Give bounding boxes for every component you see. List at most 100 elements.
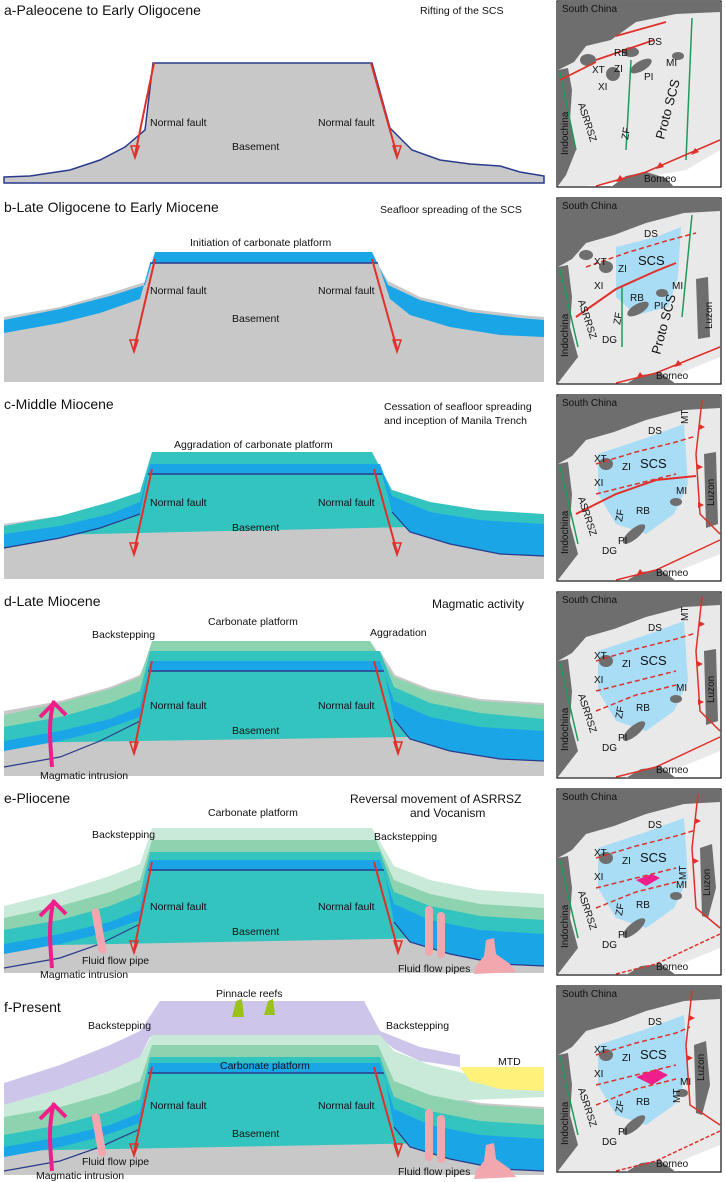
magma-label: Magmatic intrusion — [40, 969, 128, 981]
map-label-xi: XI — [594, 675, 603, 686]
basement-label: Basement — [232, 313, 279, 325]
blue-layer — [4, 1063, 544, 1171]
pinnacle-label: Pinnacle reefs — [216, 988, 283, 1000]
map-label-luzon: Luzon — [696, 1054, 707, 1081]
fault-line-left — [133, 660, 153, 752]
map-label-luzon: Luzon — [706, 676, 717, 703]
map-label-indochina: Indochina — [560, 313, 571, 357]
indochina-land — [558, 68, 576, 186]
map-label-zi: ZI — [614, 64, 623, 75]
stage-title-line: and inception of Manila Trench — [384, 415, 528, 427]
magmatic-intrusion — [38, 700, 68, 768]
asrrsz-fault — [559, 662, 579, 742]
mtd-label: MTD — [498, 1056, 521, 1068]
trench-tooth — [698, 699, 704, 705]
fluid-pipe — [474, 938, 516, 974]
spreading-ridge — [595, 670, 677, 692]
map-label-borneo: Borneo — [656, 962, 689, 973]
magma-label: Magmatic intrusion — [36, 1170, 124, 1182]
map-label-ds: DS — [644, 229, 658, 240]
cross-section: Aggradation of carbonate platform Normal… — [3, 439, 545, 579]
fault-line-right — [373, 861, 399, 951]
map-label-indochina: Indochina — [560, 707, 571, 751]
map-label-ds: DS — [648, 426, 662, 437]
fault-arrow-left — [129, 145, 141, 161]
trench-line — [615, 736, 721, 778]
backstep-right-label: Backstepping — [386, 1020, 449, 1032]
borneo-land — [626, 1161, 676, 1172]
island — [656, 289, 668, 297]
rift-line — [615, 21, 667, 37]
map-label-xt: XT — [594, 454, 607, 465]
map-label-luzon: Luzon — [706, 479, 717, 506]
map-label-xt: XT — [594, 848, 607, 859]
asrrsz-fault — [559, 71, 577, 151]
map-label-south-china: South China — [562, 201, 617, 212]
indochina-land — [558, 856, 578, 974]
map-label-zf: ZF — [612, 312, 625, 326]
map-label-dg: DG — [602, 1137, 617, 1148]
rift-line — [595, 39, 655, 61]
island — [599, 655, 613, 667]
luzon-land — [704, 452, 718, 528]
stage-title: Reversal movement of ASRRSZ and Vocanism — [350, 792, 521, 820]
backstep-right-label: Backstepping — [374, 831, 437, 843]
basement-label: Basement — [232, 522, 279, 534]
map-label-mi: MI — [676, 683, 687, 694]
panel-title: c-Middle Miocene — [4, 396, 114, 412]
map-label-zf: ZF — [614, 706, 627, 720]
fault-line-right — [371, 258, 398, 350]
fluid-pipe — [91, 908, 107, 954]
backstep-label: Backstepping — [92, 829, 155, 841]
base-line — [3, 718, 545, 768]
map-label-xi: XI — [594, 1069, 603, 1080]
trench-tooth — [656, 162, 664, 169]
asrrsz-fault — [559, 268, 579, 348]
trench-tooth — [616, 175, 624, 182]
volcanic-zone — [636, 874, 660, 886]
map-label-ds: DS — [648, 37, 662, 48]
map-label-pi: PI — [618, 930, 627, 941]
indochina-land — [558, 265, 578, 383]
island — [579, 250, 593, 260]
spreading-ridge — [595, 1026, 691, 1056]
left-fault-label: Normal fault — [150, 285, 207, 297]
map-label-pi: PI — [618, 536, 627, 547]
map-label-mi: MI — [676, 486, 687, 497]
map-label-scs: SCS — [640, 456, 667, 471]
map-label-xt: XT — [592, 65, 605, 76]
trench-tooth — [691, 148, 699, 155]
map-label-borneo: Borneo — [656, 371, 689, 382]
tectonic-map: South China Indochina Borneo ASRRSZ DS X… — [556, 985, 722, 1173]
map-label-scs: SCS — [640, 850, 667, 865]
island — [670, 892, 682, 900]
trench-line — [615, 539, 721, 581]
fault-line-right — [373, 468, 398, 553]
blue-layer — [4, 464, 544, 556]
indochina-land — [558, 462, 578, 580]
green-fault — [625, 59, 632, 151]
island — [622, 721, 646, 741]
spreading-ridge — [575, 262, 677, 318]
map-label-xi: XI — [594, 872, 603, 883]
panel-b: b-Late Oligocene to Early Miocene Seaflo… — [0, 197, 726, 394]
island — [627, 301, 649, 317]
map-label-scs: SCS — [640, 1047, 667, 1062]
spreading-ridge — [575, 475, 697, 515]
map-label-ds: DS — [648, 623, 662, 634]
south-china-land — [558, 790, 720, 858]
map-label-ds: DS — [648, 820, 662, 831]
top-label: Carbonate platform — [208, 616, 298, 628]
map-label-indochina: Indochina — [560, 904, 571, 948]
fault-arrow-right — [392, 940, 404, 956]
tectonic-map: South China Indochina Borneo ASRRSZ DS R… — [556, 0, 722, 188]
stage-title-line: Seafloor spreading of the SCS — [380, 204, 522, 216]
tectonic-map: South China Indochina Borneo ASRRSZ DS X… — [556, 591, 722, 779]
cross-section: Carbonate platform Backstepping Backstep… — [3, 807, 545, 981]
map-label-rb: RB — [614, 48, 628, 59]
luzon-land — [704, 649, 718, 725]
tectonic-map: South China Indochina Borneo ASRRSZ DS X… — [556, 788, 722, 976]
south-china-land — [558, 593, 720, 661]
map-label-xt: XT — [594, 257, 607, 268]
map-label-scs: SCS — [638, 253, 665, 268]
